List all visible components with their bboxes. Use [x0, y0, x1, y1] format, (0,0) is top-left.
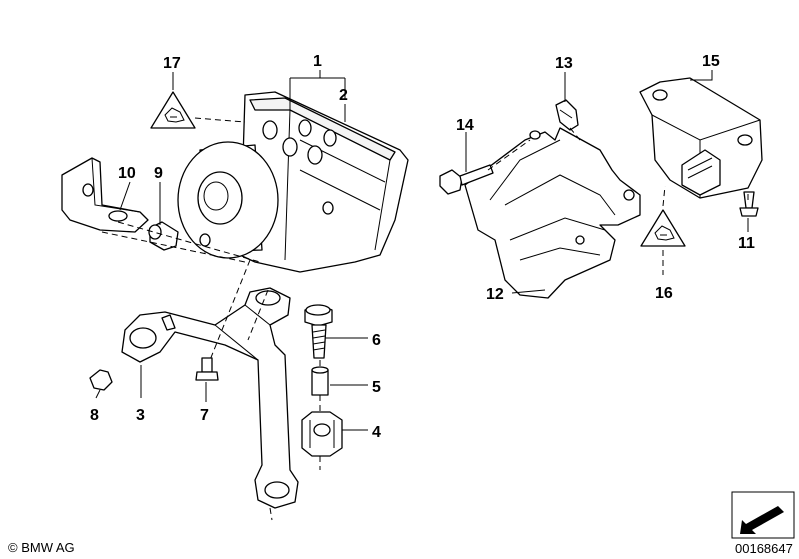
abs-hydraulic-unit — [177, 91, 409, 273]
bracket-3 — [121, 287, 299, 509]
label-17: 17 — [163, 55, 181, 72]
bolt-6 — [304, 304, 333, 359]
sensor-15 — [639, 77, 763, 199]
label-3: 3 — [136, 407, 145, 424]
assembly-lines — [101, 117, 749, 521]
label-9: 9 — [154, 165, 163, 182]
part-labels: 1 2 3 4 5 6 7 8 9 10 11 12 13 14 15 16 1… — [90, 53, 755, 441]
label-5: 5 — [372, 379, 381, 396]
copyright-text: © BMW AG — [8, 540, 75, 555]
clip-13 — [555, 99, 579, 131]
warning-triangle-17 — [150, 91, 196, 129]
label-16: 16 — [655, 285, 673, 302]
label-13: 13 — [555, 55, 573, 72]
footer: © BMW AG 00168647 — [8, 491, 795, 556]
rubber-mount-4 — [301, 411, 343, 457]
label-10: 10 — [118, 165, 136, 182]
bolt-9 — [148, 221, 179, 251]
bracket-12 — [464, 127, 641, 299]
label-15: 15 — [702, 53, 720, 70]
screw-7 — [195, 357, 219, 381]
sleeve-5 — [311, 366, 329, 396]
label-14: 14 — [456, 117, 474, 134]
screw-8 — [89, 369, 113, 391]
diagram-number: 00168647 — [735, 541, 793, 556]
bracket-10 — [61, 157, 149, 233]
direction-arrow-icon — [731, 491, 795, 539]
label-7: 7 — [200, 407, 209, 424]
warning-triangle-16 — [640, 209, 686, 247]
label-6: 6 — [372, 332, 381, 349]
label-2: 2 — [339, 87, 348, 104]
label-4: 4 — [372, 424, 381, 441]
label-8: 8 — [90, 407, 99, 424]
label-1: 1 — [313, 53, 322, 70]
bolt-14 — [439, 164, 494, 195]
screw-11 — [739, 191, 759, 217]
label-12: 12 — [486, 286, 504, 303]
leader-lines — [95, 70, 749, 431]
label-11: 11 — [738, 235, 755, 252]
